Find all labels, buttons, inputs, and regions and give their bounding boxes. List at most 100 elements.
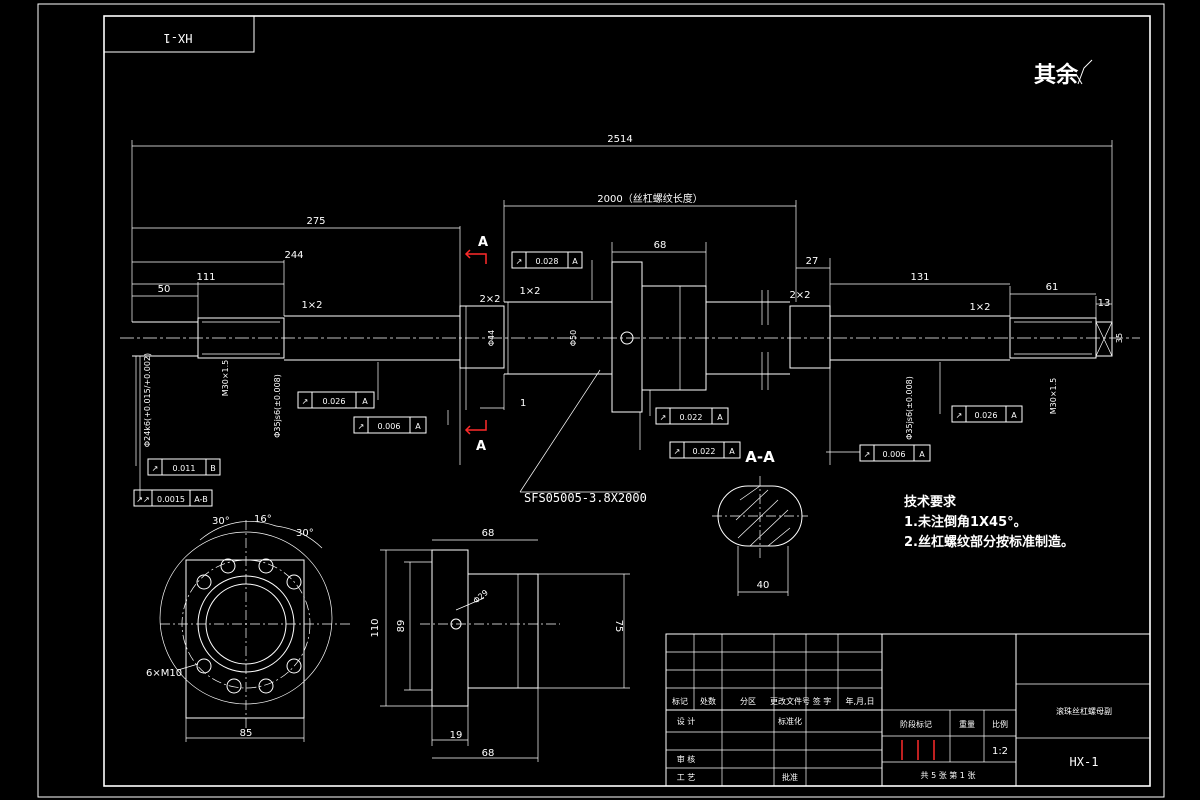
tb-h-date: 年,月,日 bbox=[845, 696, 874, 706]
flange-angle-2: 16° bbox=[254, 514, 272, 525]
roughness-symbol bbox=[1077, 59, 1093, 85]
tb-ratio: 1:2 bbox=[992, 746, 1008, 757]
section-marker-top bbox=[466, 253, 487, 264]
dim-68-top: 68 bbox=[654, 240, 667, 251]
fit-right: Φ35js6(±0.008) bbox=[905, 376, 914, 440]
nut-height-110: 110 bbox=[370, 618, 381, 637]
tb-process: 工 艺 bbox=[677, 773, 696, 782]
svg-text:A-B: A-B bbox=[194, 495, 207, 504]
svg-text:↗: ↗ bbox=[516, 257, 523, 266]
tolerance-frame-9: ↗↗ 0.0015 A-B bbox=[133, 489, 213, 507]
dim-thread-length: 2000（丝杠螺纹长度） bbox=[597, 192, 702, 205]
tb-design: 设 计 bbox=[677, 716, 696, 726]
dim-overall-length: 2514 bbox=[607, 134, 632, 145]
svg-text:0.006: 0.006 bbox=[883, 450, 906, 459]
tb-h-qty: 处数 bbox=[700, 696, 716, 706]
tolerance-frame-1: ↗ 0.028 A bbox=[511, 251, 583, 269]
roughness-symbol-tick bbox=[1075, 73, 1083, 85]
svg-text:0.026: 0.026 bbox=[323, 397, 346, 406]
tb-code: HX-1 bbox=[1070, 755, 1099, 769]
nut-width-top: 68 bbox=[482, 528, 495, 539]
shaft-main-view bbox=[120, 261, 1140, 413]
dim-27: 27 bbox=[806, 256, 819, 267]
svg-text:↗: ↗ bbox=[864, 450, 871, 459]
svg-text:0.022: 0.022 bbox=[693, 447, 716, 456]
ballscrew-label: SFS05005-3.8X2000 bbox=[524, 491, 647, 505]
outer-frame bbox=[37, 3, 1165, 798]
tb-sheets: 共 5 张 第 1 张 bbox=[921, 770, 976, 780]
svg-text:↗: ↗ bbox=[956, 411, 963, 420]
svg-text:A: A bbox=[362, 397, 368, 406]
svg-text:↗↗: ↗↗ bbox=[136, 495, 149, 504]
tb-stage: 阶段标记 bbox=[900, 719, 932, 729]
tb-approve: 批准 bbox=[782, 772, 798, 782]
dim-275: 275 bbox=[306, 216, 325, 227]
tb-h-doc: 更改文件号 bbox=[770, 696, 810, 706]
roughness-text: 其余 bbox=[1034, 62, 1079, 88]
tech-title: 技术要求 bbox=[904, 494, 957, 510]
svg-text:A: A bbox=[1011, 411, 1017, 420]
flange-view bbox=[159, 520, 350, 742]
tb-name: 滚珠丝杠螺母副 bbox=[1056, 706, 1112, 716]
dia-44: Φ44 bbox=[487, 330, 496, 346]
chamfer-1: 1×2 bbox=[301, 300, 322, 311]
nut-dia: Φ29 bbox=[472, 588, 490, 605]
tolerance-frame-2: ↗ 0.026 A bbox=[297, 391, 375, 409]
extension-lines bbox=[131, 140, 1113, 465]
svg-text:A: A bbox=[919, 450, 925, 459]
dim-13: 13 bbox=[1098, 298, 1111, 309]
svg-text:↗: ↗ bbox=[674, 447, 681, 456]
tb-weight: 重量 bbox=[959, 719, 975, 729]
chamfer-4: 2×2 bbox=[789, 290, 810, 301]
nut-side-view bbox=[380, 539, 630, 762]
tech-item-1: 1.未注倒角1X45°。 bbox=[904, 514, 1027, 530]
dim-111: 111 bbox=[196, 272, 215, 283]
nut-width-bottom: 68 bbox=[482, 748, 495, 759]
flange-width: 85 bbox=[240, 728, 253, 739]
fit-left-2: Φ35js6(±0.008) bbox=[273, 374, 282, 438]
svg-text:0.0015: 0.0015 bbox=[157, 495, 185, 504]
dim-131: 131 bbox=[910, 272, 929, 283]
nut-width-19: 19 bbox=[450, 730, 463, 741]
flange-angle-1: 30° bbox=[212, 516, 230, 527]
svg-text:B: B bbox=[210, 464, 216, 473]
chamfer-5: 1×2 bbox=[969, 302, 990, 313]
svg-text:0.011: 0.011 bbox=[173, 464, 196, 473]
svg-text:A: A bbox=[415, 422, 421, 431]
thread-left: M30×1.5 bbox=[221, 360, 230, 397]
fit-left-1: Φ24k6(+0.015/+0.002) bbox=[143, 353, 152, 447]
section-marker-bottom bbox=[466, 420, 487, 431]
section-mark-top: A bbox=[478, 235, 488, 250]
svg-text:A: A bbox=[729, 447, 735, 456]
dia-35: 35 bbox=[1115, 333, 1124, 343]
tb-h-zone: 分区 bbox=[740, 697, 756, 706]
nut-height-75: 75 bbox=[613, 620, 624, 633]
svg-text:0.028: 0.028 bbox=[536, 257, 559, 266]
leader-lines bbox=[135, 260, 941, 500]
tolerance-frame-4: ↗ 0.022 A bbox=[655, 407, 729, 425]
dim-50: 50 bbox=[158, 284, 171, 295]
nut-height-89: 89 bbox=[396, 620, 407, 633]
tb-check: 审 核 bbox=[677, 754, 696, 764]
tolerance-frame-7: ↗ 0.026 A bbox=[951, 405, 1023, 423]
tb-standard: 标准化 bbox=[778, 716, 802, 726]
section-title: A-A bbox=[745, 448, 775, 466]
tb-h-sign: 签 字 bbox=[813, 696, 832, 706]
tolerance-frame-5: ↗ 0.022 A bbox=[669, 441, 741, 459]
code-box bbox=[103, 15, 255, 53]
dimension-lines bbox=[132, 145, 1112, 409]
flange-holes: 6×M10 bbox=[146, 668, 182, 679]
svg-text:0.026: 0.026 bbox=[975, 411, 998, 420]
svg-text:↗: ↗ bbox=[358, 422, 365, 431]
svg-text:A: A bbox=[572, 257, 578, 266]
svg-text:↗: ↗ bbox=[302, 397, 309, 406]
title-block bbox=[665, 633, 1151, 787]
tb-ratio-label: 比例 bbox=[992, 719, 1008, 729]
tech-item-2: 2.丝杠螺纹部分按标准制造。 bbox=[904, 534, 1074, 550]
section-width: 40 bbox=[757, 580, 770, 591]
section-mark-bottom: A bbox=[476, 439, 486, 454]
dim-244: 244 bbox=[284, 250, 303, 261]
tolerance-frame-6: ↗ 0.006 A bbox=[859, 444, 931, 462]
tolerance-frame-8: ↗ 0.011 B bbox=[147, 458, 221, 476]
